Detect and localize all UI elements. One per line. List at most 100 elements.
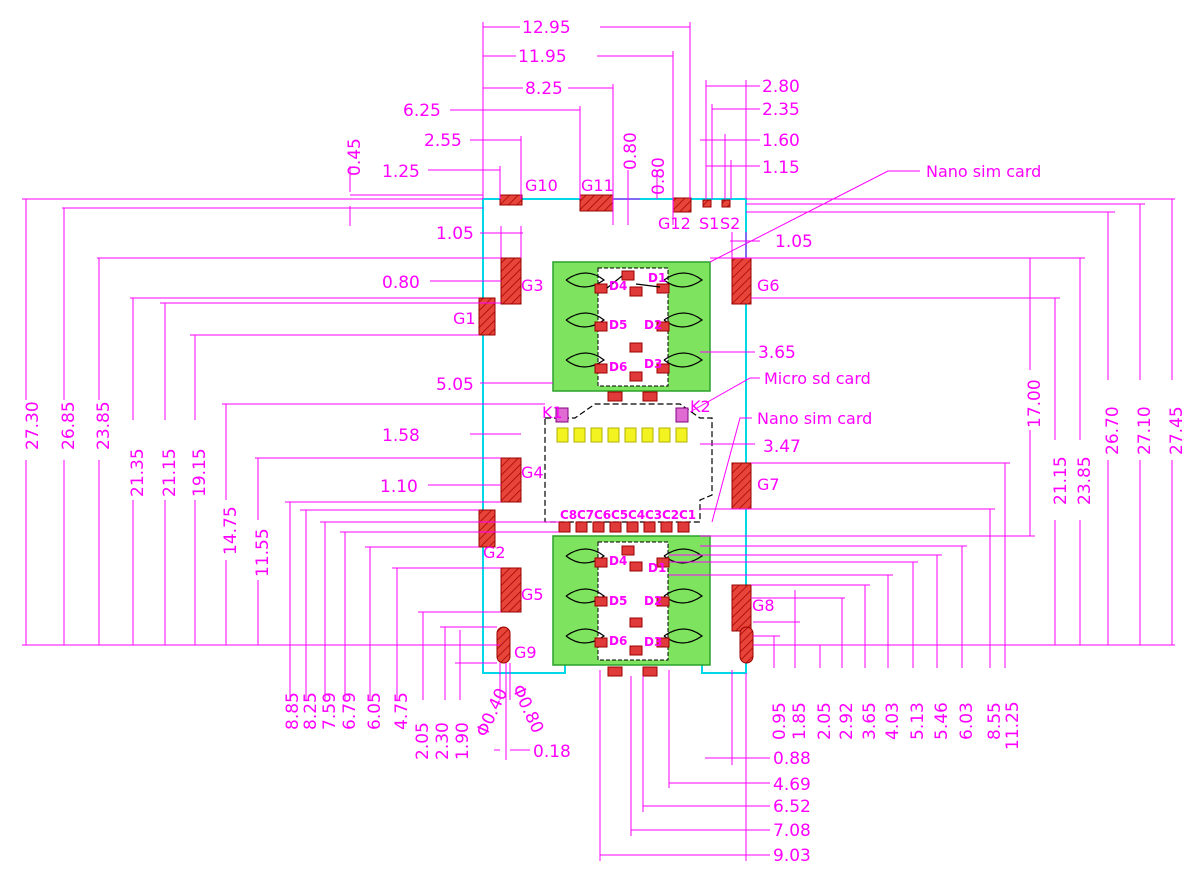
label-k1: K1 bbox=[542, 403, 563, 422]
dim-0-80a: 0.80 bbox=[621, 132, 641, 170]
dim-bl-5: 4.75 bbox=[392, 692, 412, 730]
label-d6b: D6 bbox=[609, 634, 627, 648]
dim-1-05-right: 1.05 bbox=[775, 232, 813, 252]
label-d2: D2 bbox=[644, 318, 662, 332]
dim-left-4: 21.15 bbox=[160, 448, 180, 497]
dim-3-47: 3.47 bbox=[763, 437, 801, 457]
dim-br-2: 2.05 bbox=[815, 702, 835, 740]
dim-1-10: 1.10 bbox=[380, 477, 418, 497]
dim-bl-8: 1.90 bbox=[453, 722, 473, 760]
label-c3: C3 bbox=[645, 508, 662, 522]
dim-2-55: 2.55 bbox=[424, 131, 462, 151]
dim-bl-0: 8.85 bbox=[283, 692, 303, 730]
label-g10: G10 bbox=[525, 176, 558, 195]
dim-1-58: 1.58 bbox=[382, 426, 420, 446]
label-d4: D4 bbox=[609, 279, 627, 293]
dim-0-18: 0.18 bbox=[533, 742, 571, 762]
label-c8: C8 bbox=[560, 508, 577, 522]
dim-right-1: 21.15 bbox=[1051, 456, 1071, 505]
dim-6-25: 6.25 bbox=[403, 101, 441, 121]
callout-micro-sd: Micro sd card bbox=[764, 369, 871, 388]
label-d4b: D4 bbox=[609, 554, 627, 568]
label-d5: D5 bbox=[609, 318, 627, 332]
dim-left-3: 21.35 bbox=[128, 448, 148, 497]
dim-bl-4: 6.05 bbox=[365, 692, 385, 730]
label-c7: C7 bbox=[577, 508, 594, 522]
dim-3-65: 3.65 bbox=[758, 343, 796, 363]
dim-phi-080: Φ0.80 bbox=[507, 682, 547, 737]
ground-pads bbox=[478, 194, 754, 664]
dim-left-6: 14.75 bbox=[221, 506, 241, 555]
dim-5-05: 5.05 bbox=[436, 375, 474, 395]
dim-9-03: 9.03 bbox=[773, 846, 811, 866]
label-c4: C4 bbox=[628, 508, 645, 522]
dim-right-4: 27.10 bbox=[1135, 406, 1155, 455]
dimensions-bottom-left: 8.85 8.25 7.59 6.79 6.05 4.75 2.05 2.30 … bbox=[283, 501, 559, 760]
dimensions-top: 12.95 11.95 8.25 6.25 2.55 1.25 0.45 0.8… bbox=[345, 18, 800, 226]
callout-nano-sim-bottom: Nano sim card bbox=[757, 409, 872, 428]
label-g7: G7 bbox=[757, 475, 780, 494]
dim-6-52: 6.52 bbox=[773, 797, 811, 817]
dimensions-left: 27.30 26.85 23.85 21.35 21.15 19.15 14.7… bbox=[22, 198, 545, 646]
label-c2: C2 bbox=[662, 508, 679, 522]
label-d1b: D1 bbox=[648, 561, 666, 575]
dim-left-7: 11.55 bbox=[253, 528, 273, 577]
dim-br-3: 2.92 bbox=[837, 702, 857, 740]
label-d3: D3 bbox=[644, 357, 662, 371]
dim-bl-6: 2.05 bbox=[413, 722, 433, 760]
dim-right-3: 26.70 bbox=[1103, 406, 1123, 455]
dim-br-4: 3.65 bbox=[860, 702, 880, 740]
callouts: Nano sim card Micro sd card Nano sim car… bbox=[689, 162, 1041, 523]
dim-bl-1: 8.25 bbox=[301, 692, 321, 730]
dimensions-bottom: Φ0.40 Φ0.80 0.18 0.88 4.69 6.52 7.08 9.0… bbox=[472, 663, 811, 866]
label-c1: C1 bbox=[679, 508, 696, 522]
dim-br-10: 11.25 bbox=[1003, 701, 1023, 750]
callout-nano-sim-top: Nano sim card bbox=[926, 162, 1041, 181]
label-g11: G11 bbox=[581, 176, 614, 195]
dim-0-45: 0.45 bbox=[345, 138, 365, 176]
label-g5: G5 bbox=[521, 585, 544, 604]
dim-2-35: 2.35 bbox=[762, 100, 800, 120]
dim-12-95: 12.95 bbox=[522, 18, 571, 38]
dim-br-8: 6.03 bbox=[957, 702, 977, 740]
dim-8-25: 8.25 bbox=[525, 79, 563, 99]
dim-left-1: 26.85 bbox=[59, 401, 79, 450]
dim-0-80-left: 0.80 bbox=[382, 273, 420, 293]
label-s2: S2 bbox=[720, 214, 740, 233]
dim-1-60: 1.60 bbox=[762, 131, 800, 151]
dim-br-9: 8.55 bbox=[985, 702, 1005, 740]
dimensions-bottom-right: 0.95 1.85 2.05 2.92 3.65 4.03 5.13 5.46 … bbox=[669, 462, 1023, 750]
dim-right-5: 27.45 bbox=[1167, 406, 1187, 455]
dim-br-7: 5.46 bbox=[932, 702, 952, 740]
label-c6: C6 bbox=[594, 508, 611, 522]
label-g8: G8 bbox=[752, 596, 775, 615]
label-g6: G6 bbox=[757, 276, 780, 295]
label-d6: D6 bbox=[609, 360, 627, 374]
dim-2-80: 2.80 bbox=[762, 77, 800, 97]
label-d5b: D5 bbox=[609, 594, 627, 608]
dim-left-5: 19.15 bbox=[190, 448, 210, 497]
label-c5: C5 bbox=[611, 508, 628, 522]
dimensions-middle: 1.05 1.05 0.80 3.65 5.05 1.58 3.47 1.10 bbox=[380, 224, 813, 497]
label-g1: G1 bbox=[453, 309, 476, 328]
label-g2: G2 bbox=[483, 543, 506, 562]
dim-1-15: 1.15 bbox=[762, 158, 800, 178]
dim-4-69: 4.69 bbox=[773, 775, 811, 795]
label-g9: G9 bbox=[514, 643, 537, 662]
micro-sd-connector: C8 C7 C6 C5 C4 C3 C2 C1 bbox=[544, 403, 713, 533]
label-g3: G3 bbox=[521, 276, 544, 295]
dim-left-2: 23.85 bbox=[94, 401, 114, 450]
dim-br-0: 0.95 bbox=[770, 702, 790, 740]
label-g4: G4 bbox=[521, 463, 544, 482]
label-g12: G12 bbox=[658, 214, 691, 233]
dim-0-80b: 0.80 bbox=[649, 157, 669, 195]
dim-bl-3: 6.79 bbox=[340, 692, 360, 730]
dim-br-6: 5.13 bbox=[908, 702, 928, 740]
dimensions-right: 17.00 21.15 23.85 26.70 27.10 27.45 bbox=[700, 198, 1187, 646]
dim-bl-2: 7.59 bbox=[320, 692, 340, 730]
dim-left-0: 27.30 bbox=[23, 401, 43, 450]
dim-bl-7: 2.30 bbox=[433, 722, 453, 760]
label-d1: D1 bbox=[648, 271, 666, 285]
dim-1-25: 1.25 bbox=[382, 162, 420, 182]
